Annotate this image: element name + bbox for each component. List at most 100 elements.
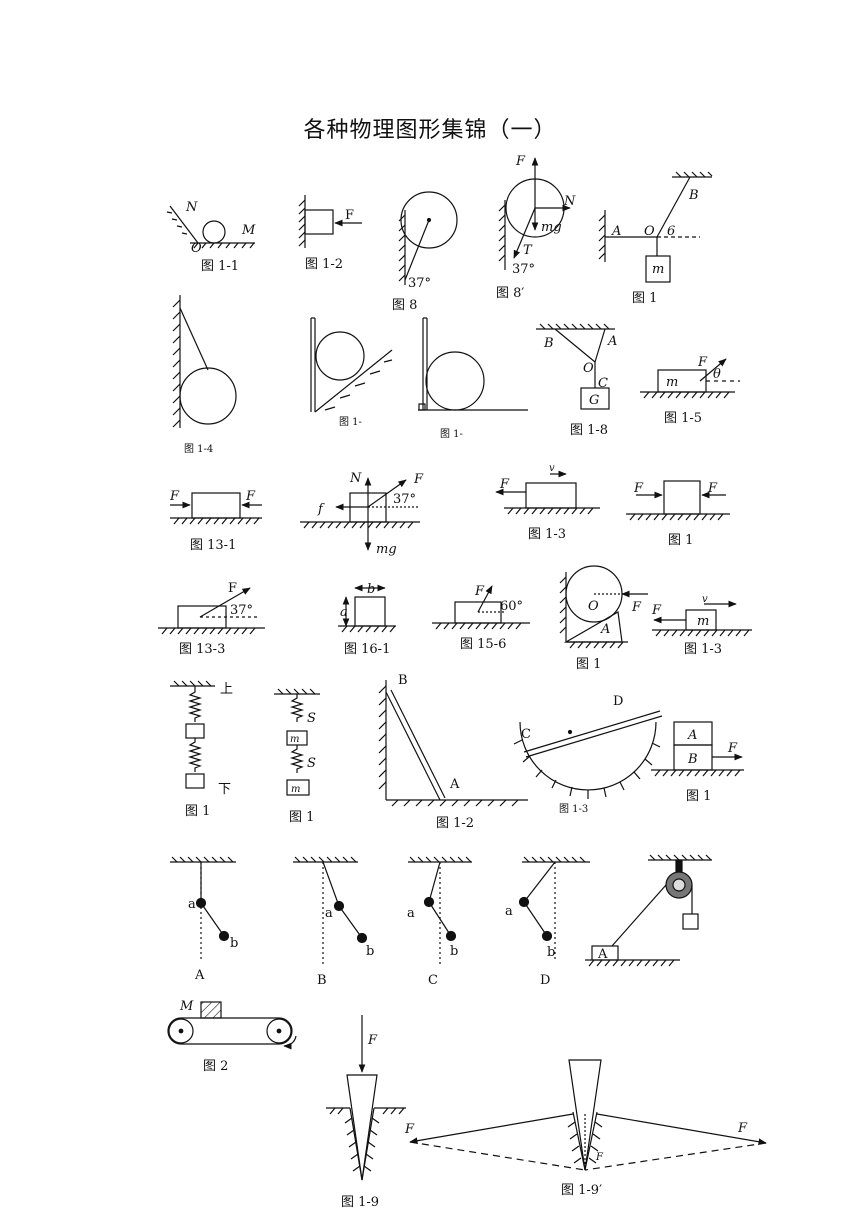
label-N: N xyxy=(563,194,576,209)
figure-1-s1s2: S S m m 图 1 xyxy=(274,688,320,825)
label-m: m xyxy=(697,614,709,629)
figure-1-9: F 图 1-9 xyxy=(326,1015,406,1210)
label-m: m xyxy=(666,375,678,390)
figure-1-floor: 图 1- xyxy=(418,317,528,440)
label-F1: F xyxy=(633,481,644,496)
caption: 图 13-1 xyxy=(190,538,236,553)
caption: 图 2 xyxy=(203,1059,228,1074)
label-m: m xyxy=(652,262,664,277)
label-O: O xyxy=(583,361,594,376)
label-A: A xyxy=(600,622,610,637)
pendulum-D: a b D xyxy=(505,856,590,988)
figure-1-2-ladder: B A 图 1-2 xyxy=(378,673,528,831)
figure-1-springs: 上 下 图 1 xyxy=(170,680,233,819)
caption: 图 1-3 xyxy=(684,642,722,657)
label-mg: mg xyxy=(376,542,397,557)
label-F1-left: F xyxy=(404,1122,415,1137)
label-A: A xyxy=(687,728,697,743)
caption: 图 13-3 xyxy=(179,642,225,657)
label-C: C xyxy=(598,376,608,391)
caption: 图 1-3 xyxy=(559,803,588,815)
label-a: a xyxy=(340,605,348,620)
label-B: B xyxy=(398,673,408,688)
figure-1-1: N M O 图 1-1 xyxy=(166,200,256,274)
caption: 图 1-4 xyxy=(184,443,213,455)
figure-1-9-prime: F F F 图 1-9′ xyxy=(404,1059,767,1198)
label-m2: m xyxy=(291,784,300,795)
label-F: F xyxy=(413,472,424,487)
label-F: F xyxy=(474,584,485,599)
option-label: C xyxy=(428,973,438,988)
caption: 图 8 xyxy=(392,298,417,313)
figure-1-8: B A O C G 图 1-8 xyxy=(536,323,617,438)
label-up: 上 xyxy=(220,682,233,697)
angle-label: 60° xyxy=(500,599,523,614)
label-b: b xyxy=(366,944,374,959)
pendulum-C: a b C xyxy=(407,856,472,988)
label-A: A xyxy=(611,224,621,239)
label-M: M xyxy=(241,223,256,238)
label-a: a xyxy=(407,906,415,921)
label-C: C xyxy=(521,727,531,742)
pendulum-A: a b A xyxy=(170,856,238,983)
label-A: A xyxy=(449,777,460,792)
caption: 图 1- xyxy=(440,428,463,440)
label-O: O xyxy=(191,241,202,256)
label-v: v xyxy=(702,594,708,605)
caption: 图 1 xyxy=(289,810,314,825)
label-F: F xyxy=(367,1033,378,1048)
caption: 图 8′ xyxy=(496,286,524,301)
label-G: G xyxy=(589,393,599,408)
option-label: D xyxy=(540,973,550,988)
label-A: A xyxy=(607,334,617,349)
angle-label: 6 xyxy=(667,224,675,239)
label-a: a xyxy=(505,904,513,919)
figure-1-f1f2: F F 图 1 xyxy=(626,480,730,548)
caption: 图 16-1 xyxy=(344,642,390,657)
caption: 图 1-2 xyxy=(436,816,474,831)
caption: 图 1 xyxy=(185,804,210,819)
figure-1-wedge: 图 1- xyxy=(310,317,393,428)
option-label: A xyxy=(194,968,205,983)
figure-1-ab: A B F 图 1 xyxy=(651,721,744,804)
label-F: F xyxy=(345,208,354,223)
figure-1-aob: A O 6 B m 图 1 xyxy=(598,171,713,306)
label-O: O xyxy=(644,224,655,239)
caption: 图 1-5 xyxy=(664,411,702,426)
figure-1-3-a: F v 图 1-3 xyxy=(495,463,600,542)
angle-label: 37° xyxy=(408,276,431,291)
caption: 图 1-2 xyxy=(305,257,343,272)
label-b: b xyxy=(230,936,238,951)
label-S2: S xyxy=(307,756,316,771)
figure-13-3: F 37° 图 13-3 xyxy=(158,581,265,657)
label-A: A xyxy=(597,947,608,962)
label-f: f xyxy=(317,502,325,517)
label-b: b xyxy=(450,944,458,959)
label-v: v xyxy=(549,463,555,474)
label-T: T xyxy=(523,243,533,258)
label-F: F xyxy=(697,355,708,370)
label-F1-right: F xyxy=(737,1121,748,1136)
angle-label: 37° xyxy=(230,603,253,618)
label-F: F xyxy=(499,477,510,492)
caption: 图 15-6 xyxy=(460,637,506,652)
figure-1-4: 图 1-4 xyxy=(172,295,237,455)
label-N: N xyxy=(349,471,362,486)
label-D: D xyxy=(613,694,623,709)
figure-2-conveyor: M 图 2 xyxy=(167,999,297,1074)
label-m1: m xyxy=(290,734,299,745)
angle-label: 37° xyxy=(393,492,416,507)
label-mg: mg xyxy=(541,220,562,235)
caption: 图 1 xyxy=(632,291,657,306)
label-F: F xyxy=(631,600,642,615)
label-B: B xyxy=(688,188,699,203)
pendulum-B: a b B xyxy=(293,856,374,988)
label-down: 下 xyxy=(218,782,231,797)
caption: 图 1 xyxy=(668,533,693,548)
label-M: M xyxy=(179,999,194,1014)
label-F: F xyxy=(595,1152,604,1163)
caption: 图 1-8 xyxy=(570,423,608,438)
label-B: B xyxy=(687,752,698,767)
label-b: b xyxy=(367,582,375,597)
